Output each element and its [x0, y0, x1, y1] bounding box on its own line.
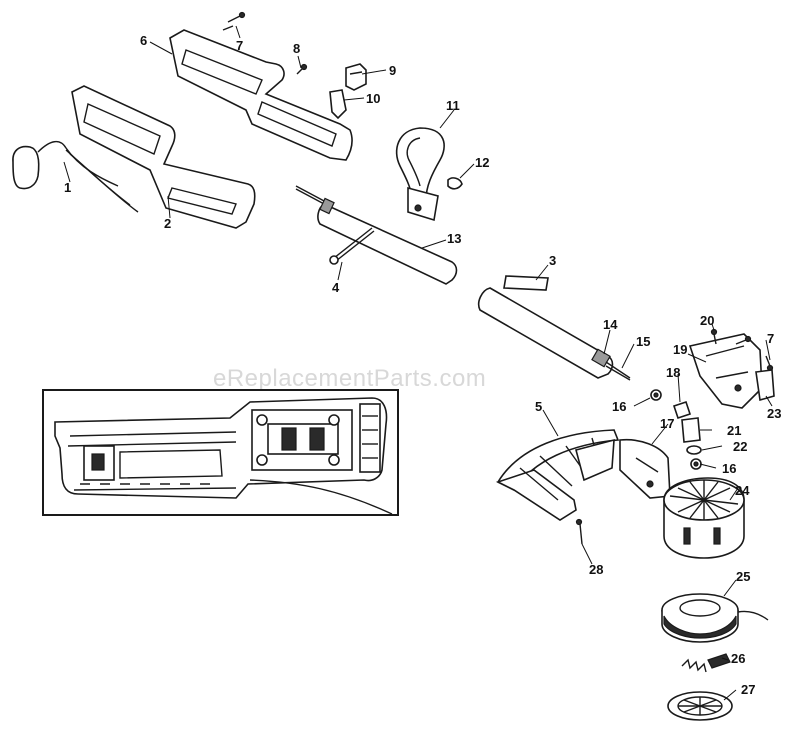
part-label-22: 22 [733, 439, 747, 454]
power-cord-part [12, 141, 139, 213]
screw-part-top [222, 11, 246, 31]
part-label-21: 21 [727, 423, 741, 438]
part-label-1: 1 [64, 180, 71, 195]
part-label-8: 8 [293, 41, 300, 56]
handle-cutaway-inset [42, 389, 399, 516]
bolt-part-18 [672, 400, 692, 420]
handle-housing-left-part [71, 85, 256, 229]
head-bracket-part [688, 333, 763, 409]
line-spool-part [661, 593, 769, 643]
leader-lines [63, 25, 773, 701]
part-label-14: 14 [603, 317, 618, 332]
part-label-4: 4 [332, 280, 340, 295]
part-label-13: 13 [447, 231, 461, 246]
switch-part [345, 63, 367, 91]
part-number-labels: 1 2 3 4 5 6 7 7 8 9 10 11 12 13 14 15 16… [64, 33, 781, 697]
part-label-28: 28 [589, 562, 603, 577]
part-label-12: 12 [475, 155, 489, 170]
part-label-7-top: 7 [236, 38, 243, 53]
part-label-19: 19 [673, 342, 687, 357]
shaft-label-part [503, 275, 549, 291]
part-label-16-upper: 16 [612, 399, 626, 414]
grass-guard-part [495, 429, 620, 521]
lower-shaft-part [477, 287, 631, 381]
part-label-24: 24 [735, 483, 750, 498]
washer-part-22 [686, 445, 702, 455]
upper-shaft-part [295, 185, 458, 285]
handle-clip-part [447, 177, 463, 190]
part-label-25: 25 [736, 569, 750, 584]
part-label-10: 10 [366, 91, 380, 106]
part-label-17: 17 [660, 416, 674, 431]
spool-housing-part [663, 477, 745, 559]
part-label-11: 11 [446, 98, 460, 113]
part-label-3: 3 [549, 253, 556, 268]
spacer-part-21 [681, 417, 701, 443]
spool-cover-part [667, 691, 733, 721]
part-label-7-lower: 7 [767, 331, 774, 346]
side-bracket-part [755, 369, 775, 402]
auxiliary-handle-part [395, 127, 445, 222]
switch-bracket-part [329, 89, 347, 120]
part-label-20: 20 [700, 313, 714, 328]
screw-part-lower-7 [735, 335, 774, 372]
part-label-6: 6 [140, 33, 147, 48]
part-label-27: 27 [741, 682, 755, 697]
screw-part-28 [575, 518, 583, 545]
nut-part-upper [650, 389, 662, 401]
part-label-18: 18 [666, 365, 680, 380]
part-label-5: 5 [535, 399, 542, 414]
spool-spring-part [681, 653, 731, 673]
watermark-text: eReplacementParts.com [213, 365, 486, 392]
handle-housing-right-part [169, 29, 353, 161]
shield-plate-part [619, 438, 671, 499]
shaft-bolt-part [329, 227, 375, 265]
nut-part-lower [690, 458, 702, 470]
part-label-9: 9 [389, 63, 396, 78]
part-label-26: 26 [731, 651, 745, 666]
part-label-15: 15 [636, 334, 650, 349]
screw-part-8 [296, 63, 308, 75]
part-label-2: 2 [164, 216, 171, 231]
part-label-23: 23 [767, 406, 781, 421]
part-label-16-lower: 16 [722, 461, 736, 476]
